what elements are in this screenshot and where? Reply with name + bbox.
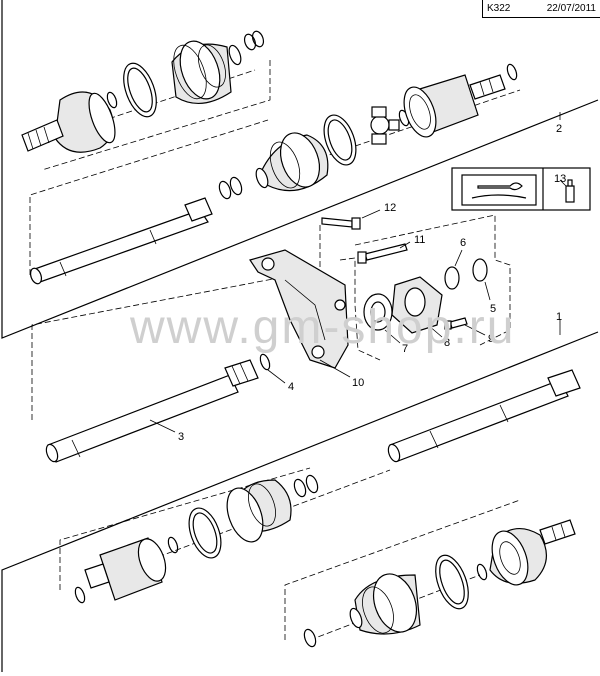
callout-10: 10: [352, 377, 364, 389]
inner-boot: [255, 132, 329, 192]
callout-8: 8: [444, 337, 450, 349]
callout-12: 12: [384, 202, 396, 214]
watermark: www.gm-shop.ru: [130, 301, 516, 354]
inner-housing: [403, 74, 506, 138]
callout-9: 9: [488, 333, 494, 345]
callout-labels: 1 2 3 4 5 6 7 8 9 10 11 12 13: [178, 123, 566, 443]
screw-9: [444, 317, 468, 330]
leader-lines: [149, 112, 567, 433]
bearing-7: [363, 293, 393, 331]
lower-driveshaft-assembly: [59, 369, 581, 648]
outer-boot: [171, 40, 242, 104]
diagram-header: K322 22/07/2011: [482, 0, 600, 18]
intermediate-shaft-3: [45, 359, 259, 463]
tool-box: [451, 167, 591, 211]
diagram-date: 22/07/2011: [546, 3, 596, 14]
ring-6: [444, 266, 460, 290]
upper-driveshaft-assembly: [21, 30, 521, 285]
callout-5: 5: [490, 303, 496, 315]
lower-outer-cv-joint: [489, 519, 576, 586]
callout-11: 11: [414, 234, 425, 246]
flange-8: [391, 276, 443, 334]
callout-1: 1: [556, 311, 562, 323]
bolt-12: [321, 217, 361, 230]
upper-shaft: [29, 197, 213, 285]
callout-3: 3: [178, 431, 184, 443]
callout-2: 2: [556, 123, 562, 135]
bearing-bracket-assembly: [31, 214, 511, 420]
circlip-4: [259, 353, 271, 371]
lower-inner-housing: [84, 537, 167, 601]
frame-upper: [1, 0, 599, 339]
tripod-joint: [370, 106, 410, 145]
support-bracket: [249, 249, 349, 369]
lower-inner-boot: [226, 479, 292, 543]
callout-7: 7: [402, 343, 408, 355]
lower-shaft: [387, 369, 581, 463]
ring-5: [472, 258, 488, 282]
callout-4: 4: [288, 381, 294, 393]
bolt-11: [357, 243, 408, 264]
torque-tool-icon: [565, 179, 575, 203]
diagram-code: K322: [487, 3, 511, 14]
callout-13: 13: [554, 173, 566, 185]
outer-cv-joint: [21, 91, 116, 153]
frame-lower: [1, 331, 599, 672]
callout-6: 6: [460, 237, 466, 249]
wrench-book-icon: [471, 182, 527, 199]
lower-outer-boot: [349, 573, 421, 635]
